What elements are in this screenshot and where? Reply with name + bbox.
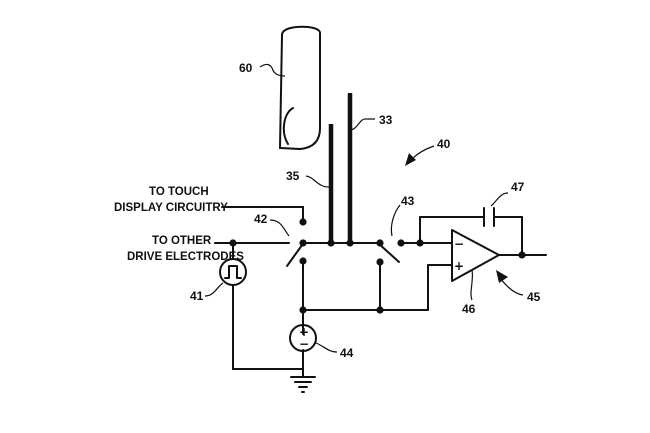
voltage-source-plus: + <box>299 325 309 339</box>
circuit-arrowhead <box>405 153 416 166</box>
ref-pulse-source: 41 <box>190 289 204 303</box>
ground-icon <box>290 376 316 393</box>
output-arrow-leader <box>499 277 524 296</box>
capacitor-icon <box>483 207 495 227</box>
ref-capacitor: 47 <box>511 180 525 194</box>
label-touch-circuitry-line2: DISPLAY CIRCUITRY <box>114 202 228 214</box>
voltage-source-leader <box>315 342 338 353</box>
ref-voltage-source: 44 <box>340 346 354 360</box>
electrode-35-leader <box>305 175 332 188</box>
circuit-arrow-leader <box>411 145 435 160</box>
ref-output: 45 <box>527 290 541 304</box>
ref-finger: 60 <box>239 61 253 75</box>
op-amp-leader <box>470 269 474 301</box>
ref-electrode-35: 35 <box>286 169 300 183</box>
ref-electrode-33: 33 <box>379 113 393 127</box>
pulse-source-leader <box>204 282 224 297</box>
label-other-electrodes-line2: DRIVE ELECTRODES <box>127 251 244 263</box>
capacitor-leader <box>490 192 509 207</box>
electrode-33-leader <box>349 118 375 131</box>
op-amp-minus: − <box>454 237 464 251</box>
circuit-wires <box>214 206 547 378</box>
ref-switch-42: 42 <box>254 212 268 226</box>
op-amp-icon <box>451 229 500 282</box>
op-amp-plus: + <box>454 259 464 273</box>
ref-circuit: 40 <box>437 137 451 151</box>
ref-amplifier: 46 <box>462 302 476 316</box>
junction-dots <box>229 218 526 314</box>
finger-leader <box>259 63 286 77</box>
switch-42-leader <box>269 219 290 237</box>
label-touch-circuitry-line1: TO TOUCH <box>149 186 209 198</box>
finger-icon <box>279 25 321 150</box>
switch-43-leader <box>390 204 401 237</box>
square-wave-source-icon <box>219 258 247 286</box>
dc-voltage-source-icon <box>289 324 317 352</box>
voltage-source-minus: − <box>299 337 309 351</box>
output-arrowhead <box>496 270 508 283</box>
label-other-electrodes-line1: TO OTHER <box>152 235 212 247</box>
ref-switch-43: 43 <box>401 194 415 208</box>
